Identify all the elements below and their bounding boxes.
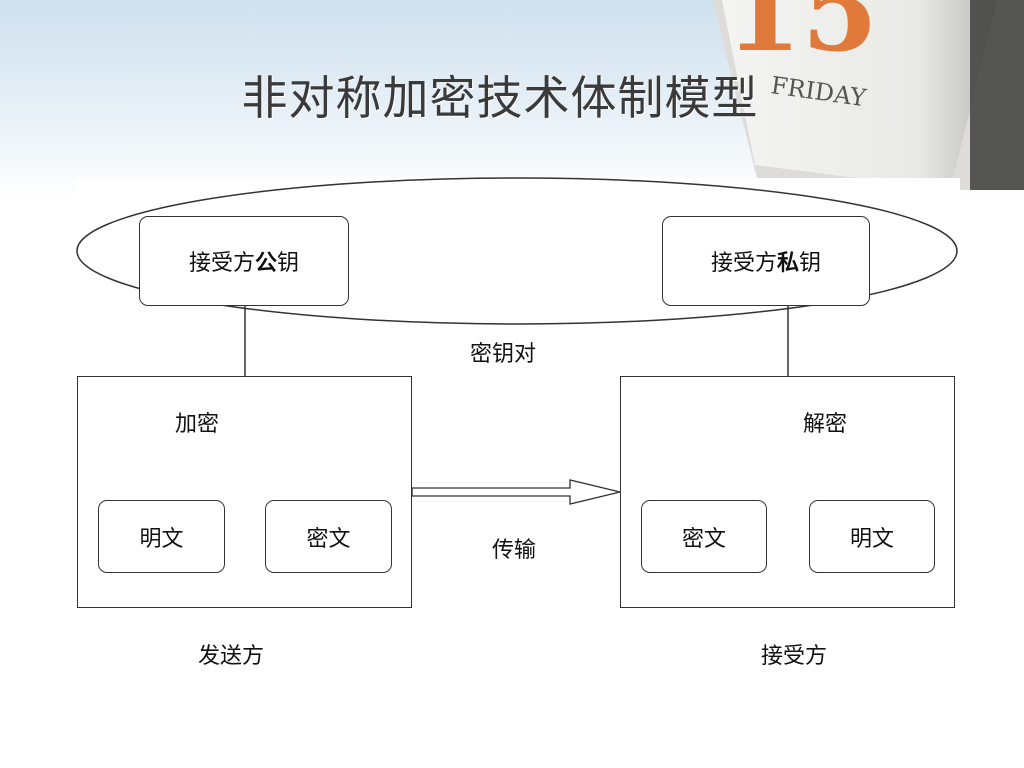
transmit-label: 传输 [492, 538, 537, 563]
private-key-prefix: 接受方 [710, 251, 777, 276]
private-key-suffix: 钥 [799, 251, 822, 276]
receiver-ciphertext-box: 密文 [641, 500, 767, 573]
private-key-bold-char: 私 [776, 251, 799, 276]
calendar-day-text: 15 [725, 0, 878, 76]
receiver-plaintext-box: 明文 [809, 500, 935, 573]
encrypt-label: 加密 [175, 412, 220, 437]
receiver-label: 接受方 [761, 644, 828, 669]
transmission-arrow [411, 479, 621, 505]
decrypt-label: 解密 [803, 412, 848, 437]
sender-plaintext-box: 明文 [98, 500, 225, 573]
sender-ciphertext-box: 密文 [265, 500, 392, 573]
calendar-image: 15 FRIDAY [712, 0, 1024, 190]
asymmetric-encryption-diagram: 接受方公钥 接受方私钥 密钥对 加密 明文 密文 传输 解密 密文 明文 [75, 177, 960, 648]
public-key-bold-char: 公 [254, 251, 277, 276]
sender-encrypt-box [77, 376, 412, 608]
key-pair-ellipse [76, 177, 958, 325]
key-pair-label: 密钥对 [470, 342, 537, 367]
slide-title: 非对称加密技术体制模型 [241, 71, 759, 125]
public-key-prefix: 接受方 [188, 251, 255, 276]
public-key-suffix: 钥 [277, 251, 300, 276]
receiver-private-key-box: 接受方私钥 [662, 216, 870, 306]
receiver-public-key-box: 接受方公钥 [139, 216, 349, 306]
receiver-decrypt-box [620, 376, 955, 608]
sender-label: 发送方 [198, 644, 265, 669]
